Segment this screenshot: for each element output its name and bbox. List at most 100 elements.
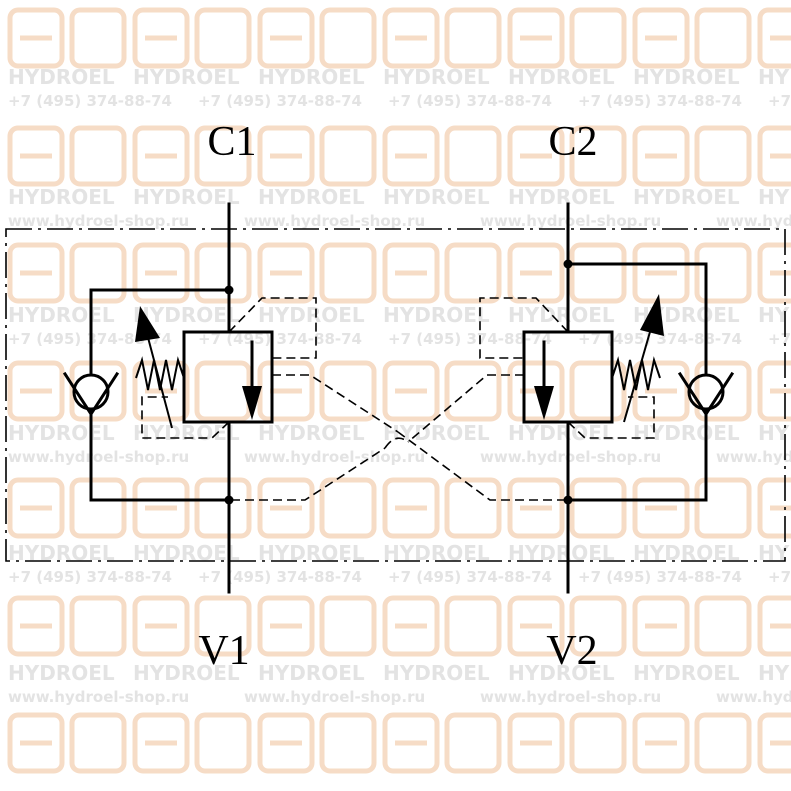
flow-arrow-right — [534, 386, 554, 420]
watermark-url: www.hydroel-shop.ru — [8, 448, 189, 466]
watermark-brand: HYDROEL — [8, 661, 115, 685]
watermark-brand: HYDROEL — [258, 185, 365, 209]
watermark-logo — [382, 242, 502, 304]
watermark-logo — [257, 477, 377, 539]
watermark-logo — [507, 125, 627, 187]
watermark-brand: HYDROEL — [133, 661, 240, 685]
watermark-brand: HYDROEL — [508, 65, 615, 89]
watermark-brand: HYDROEL — [133, 185, 240, 209]
left-counterbalance-valve — [62, 202, 399, 594]
watermark-logo — [257, 712, 377, 774]
watermark-phone: +7 (495) 374-88-74 — [768, 92, 791, 110]
port-label-c1: C1 — [207, 119, 256, 165]
watermark-phone: +7 (495) 374-88-74 — [578, 92, 742, 110]
watermark-url: www.hydroel-shop.ru — [8, 688, 189, 706]
watermark-brand: HYDROEL — [133, 65, 240, 89]
watermark-phone: +7 (495) 374-88-74 — [8, 568, 172, 586]
port-label-c2: C2 — [548, 119, 597, 165]
watermark-brand: HYDROEL — [383, 421, 490, 445]
watermark-logo — [757, 595, 791, 657]
right-counterbalance-valve — [397, 202, 735, 594]
watermark-brand: HYDROEL — [508, 421, 615, 445]
watermark-brand: HYDROEL — [8, 185, 115, 209]
watermark-url: www.hydroel-shop.ru — [244, 212, 425, 230]
watermark-logo — [132, 242, 252, 304]
watermark-phone: +7 (495) 374-88-74 — [198, 92, 362, 110]
watermark-brand: HYDROEL — [258, 421, 365, 445]
watermark-phone: +7 (495) 374-88-74 — [768, 568, 791, 586]
junction-dot-v1 — [224, 495, 234, 505]
adjust-arrow-left — [135, 306, 160, 342]
watermark-logo — [507, 7, 627, 69]
watermark-logo — [507, 360, 627, 422]
watermark-logo — [757, 712, 791, 774]
watermark-url: www.hydroel-shop.ru — [244, 448, 425, 466]
watermark-brand: HYDROEL — [258, 65, 365, 89]
watermark-logo — [7, 242, 127, 304]
watermark-brand: HYDROEL — [383, 661, 490, 685]
spring-left — [135, 356, 185, 391]
watermark-logo — [757, 360, 791, 422]
pilot-line-crossover — [384, 437, 409, 449]
watermark-logo — [382, 360, 502, 422]
watermark-logo — [632, 477, 752, 539]
watermark-logo — [507, 242, 627, 304]
watermark-brand: HYDROEL — [383, 303, 490, 327]
watermark-brand: HYDROEL — [383, 185, 490, 209]
port-label-v1: V1 — [198, 628, 249, 674]
watermark-logo — [7, 477, 127, 539]
watermark-brand: HYDROEL — [758, 661, 791, 685]
watermark-logo — [7, 360, 127, 422]
watermark-url: www.hydroel-shop.ru — [244, 688, 425, 706]
port-label-v2: V2 — [546, 628, 597, 674]
watermark-url: www.hydroel-shop.ru — [480, 212, 661, 230]
watermark-phone: +7 (495) 374-88-74 — [388, 92, 552, 110]
watermark-phone: +7 (495) 374-88-74 — [388, 568, 552, 586]
watermark-brand: HYDROEL — [758, 65, 791, 89]
watermark-brand: HYDROEL — [508, 303, 615, 327]
watermark-logo — [257, 595, 377, 657]
watermark-brand: HYDROEL — [133, 303, 240, 327]
watermark-url: www.hydroel-shop.ru — [716, 448, 791, 466]
watermark-logo — [7, 595, 127, 657]
watermark-brand: HYDROEL — [633, 661, 740, 685]
watermark-brand: HYDROEL — [133, 421, 240, 445]
watermark-logo — [382, 712, 502, 774]
watermark-phone: +7 (495) 374-88-74 — [8, 92, 172, 110]
watermark-logo — [757, 7, 791, 69]
watermark-url: www.hydroel-shop.ru — [716, 212, 791, 230]
watermark-logo — [382, 595, 502, 657]
watermark-logo — [507, 477, 627, 539]
check-valve-left — [62, 371, 120, 417]
watermark-logo — [257, 242, 377, 304]
watermark-brand: HYDROEL — [8, 303, 115, 327]
watermark-logo — [257, 7, 377, 69]
watermark-layer: HYDROEL HYDROEL HYDROEL HYDROEL HYDROEL HYDRO… — [7, 7, 791, 774]
watermark-brand: HYDROEL — [383, 65, 490, 89]
watermark-logo — [507, 712, 627, 774]
watermark-brand: HYDROEL — [758, 303, 791, 327]
watermark-brand: HYDROEL — [633, 65, 740, 89]
watermark-logo — [632, 712, 752, 774]
watermark-brand: HYDROEL — [258, 303, 365, 327]
watermark-logo — [382, 7, 502, 69]
watermark-brand: HYDROEL — [8, 421, 115, 445]
watermark-phone: +7 (495) 374-88-74 — [578, 568, 742, 586]
watermark-logo — [757, 242, 791, 304]
watermark-url: www.hydroel-shop.ru — [480, 688, 661, 706]
watermark-phone: +7 (495) 374-88-74 — [578, 330, 742, 348]
flow-arrow-left — [242, 386, 262, 420]
watermark-phone: +7 (495) 374-88-74 — [388, 330, 552, 348]
watermark-logo — [632, 360, 752, 422]
watermark-phone: +7 (495) 374-88-74 — [768, 330, 791, 348]
watermark-url: www.hydroel-shop.ru — [480, 448, 661, 466]
watermark-brand: HYDROEL — [508, 185, 615, 209]
watermark-logo — [632, 125, 752, 187]
watermark-logo — [507, 595, 627, 657]
watermark-logo — [257, 360, 377, 422]
watermark-logo — [7, 125, 127, 187]
watermark-logo — [132, 125, 252, 187]
junction-dot-v2 — [563, 495, 573, 505]
watermark-logo — [257, 125, 377, 187]
